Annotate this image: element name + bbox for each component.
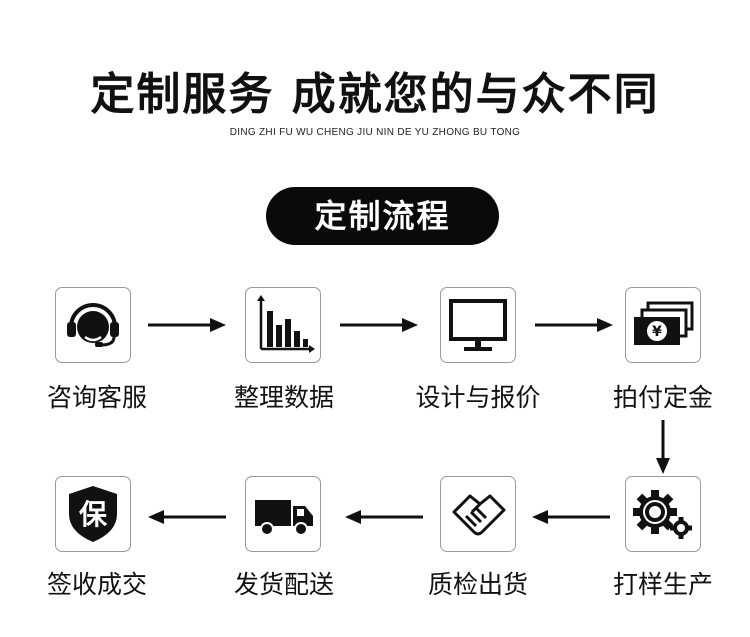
step-complete-box: 保 bbox=[55, 476, 131, 552]
step-label: 整理数据 bbox=[233, 383, 334, 412]
monitor-icon bbox=[449, 299, 507, 351]
arrow-left-icon bbox=[532, 510, 610, 524]
step-data-box bbox=[245, 287, 321, 363]
process-heading: 定制流程 bbox=[266, 187, 499, 245]
money-icon: ¥ bbox=[634, 301, 694, 345]
step-label: 打样生产 bbox=[612, 570, 713, 599]
headset-icon bbox=[67, 303, 119, 347]
arrow-left-icon bbox=[148, 510, 226, 524]
step-design-box bbox=[440, 287, 516, 363]
page-title: 定制服务 成就您的与众不同 bbox=[90, 69, 660, 120]
step-label: 咨询客服 bbox=[46, 383, 147, 412]
page-subtitle: DING ZHI FU WU CHENG JIU NIN DE YU ZHONG… bbox=[229, 127, 521, 138]
step-label: 拍付定金 bbox=[612, 383, 713, 412]
step-label: 质检出货 bbox=[427, 570, 528, 599]
arrow-down-icon bbox=[656, 420, 670, 474]
arrow-right-icon bbox=[340, 318, 418, 332]
step-production-box bbox=[625, 476, 701, 552]
arrow-right-icon bbox=[535, 318, 613, 332]
handshake-icon bbox=[452, 494, 506, 536]
gears-icon bbox=[633, 490, 692, 539]
step-label: 签收成交 bbox=[46, 570, 147, 599]
step-deposit-box: ¥ bbox=[625, 287, 701, 363]
shield-icon: 保 bbox=[69, 486, 117, 542]
truck-icon bbox=[255, 500, 313, 536]
money-symbol: ¥ bbox=[652, 324, 662, 340]
step-inspection-box bbox=[440, 476, 516, 552]
arrow-right-icon bbox=[148, 318, 226, 332]
step-consult-box bbox=[55, 287, 131, 363]
step-delivery-box bbox=[245, 476, 321, 552]
step-label: 发货配送 bbox=[233, 570, 334, 599]
shield-text: 保 bbox=[79, 498, 108, 531]
arrow-left-icon bbox=[345, 510, 423, 524]
step-label: 设计与报价 bbox=[415, 383, 541, 412]
bar-chart-icon bbox=[257, 295, 315, 353]
